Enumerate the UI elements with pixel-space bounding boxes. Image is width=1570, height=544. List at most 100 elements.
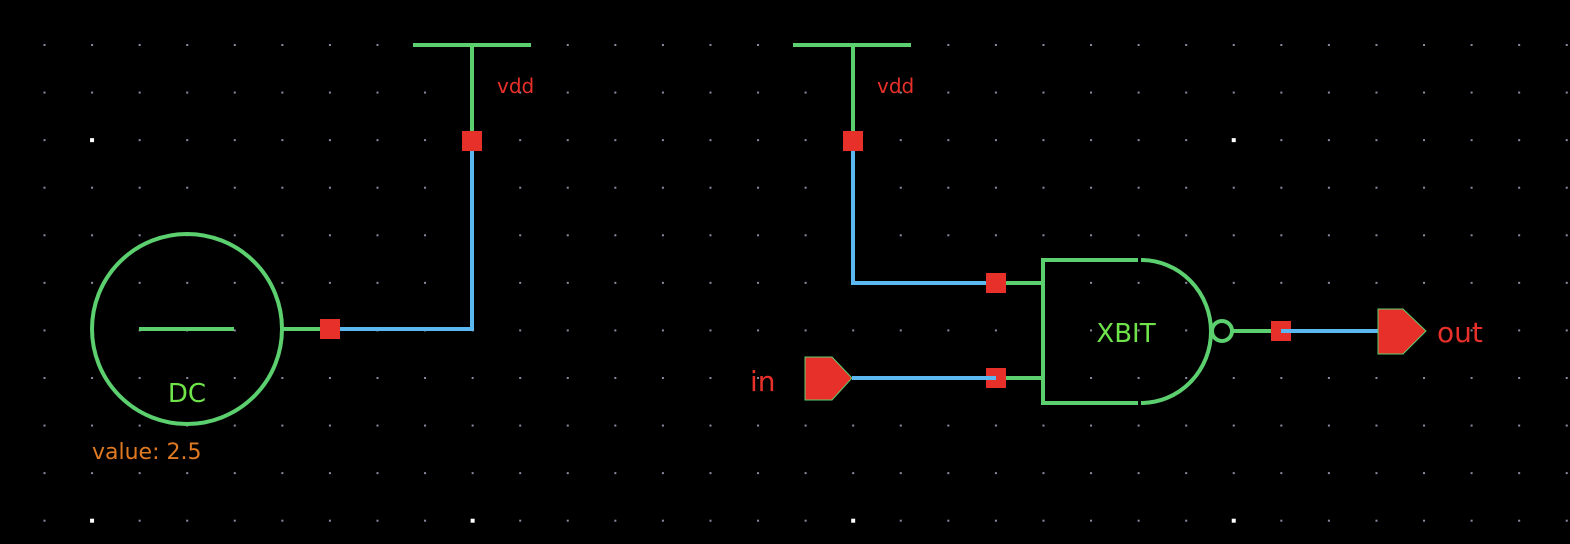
grid-dot (424, 139, 427, 142)
nand-gate-xbit[interactable]: XBIT (996, 258, 1281, 405)
out-port-label: out (1437, 316, 1483, 349)
grid-dot (1090, 186, 1093, 189)
grid-dot (186, 139, 189, 142)
input-port-in[interactable]: in (750, 356, 853, 401)
grid-dot (1565, 139, 1568, 142)
grid-dot (804, 281, 807, 284)
grid-dot (1185, 329, 1188, 332)
grid-dot (138, 186, 141, 189)
grid-dot (1280, 91, 1283, 94)
grid-dot (1185, 519, 1188, 522)
grid-dot (804, 519, 807, 522)
grid-dot (709, 281, 712, 284)
grid-dot (328, 281, 331, 284)
grid-dot (186, 44, 189, 46)
grid-dot (852, 329, 855, 332)
grid-dot (994, 234, 997, 237)
grid-dot (899, 329, 902, 332)
grid-dot (1375, 186, 1378, 189)
grid-dot (186, 376, 189, 379)
grid-dot (1280, 44, 1283, 46)
grid-dot (138, 139, 141, 142)
grid-dot (1565, 329, 1568, 332)
grid-dot (1280, 519, 1283, 522)
grid-dot (233, 186, 236, 189)
grid-dot (43, 44, 46, 46)
pin-dc-source[interactable] (320, 319, 340, 339)
grid-dot (1518, 186, 1521, 189)
grid-dot (661, 519, 664, 522)
pin-vdd-left[interactable] (462, 131, 482, 151)
dc-value-property: value: 2.5 (92, 440, 201, 465)
grid-dot (947, 186, 950, 189)
grid-dot (1185, 376, 1188, 379)
grid-dot (1137, 519, 1140, 522)
grid-dot (43, 472, 46, 475)
grid-dot (1565, 281, 1568, 284)
grid-dot (614, 329, 617, 332)
gate-inversion-bubble (1210, 319, 1234, 343)
grid-dot (1375, 376, 1378, 379)
grid-dot (661, 44, 664, 46)
grid-dot (43, 329, 46, 332)
grid-dot (1470, 472, 1473, 475)
grid-dot (852, 424, 855, 427)
grid-dot (899, 472, 902, 475)
grid-dot (376, 44, 379, 46)
grid-dot (91, 186, 94, 189)
grid-dot (43, 376, 46, 379)
grid-dot (614, 44, 617, 46)
grid-dot (899, 424, 902, 427)
grid-dot (994, 329, 997, 332)
grid-dot (614, 186, 617, 189)
grid-dot (328, 424, 331, 427)
grid-dot (709, 44, 712, 46)
grid-dot (899, 234, 902, 237)
grid-dot (519, 472, 522, 475)
grid-dot (519, 186, 522, 189)
grid-dot (43, 519, 46, 522)
grid-dot (424, 472, 427, 475)
grid-dot (566, 234, 569, 237)
grid-dot (328, 376, 331, 379)
grid-dot (186, 186, 189, 189)
grid-dot (328, 139, 331, 142)
grid-dot (1232, 424, 1235, 427)
grid-dot (1090, 472, 1093, 475)
grid-dot (1327, 91, 1330, 94)
grid-dot (947, 519, 950, 522)
grid-dot (1327, 424, 1330, 427)
grid-dot (1423, 44, 1426, 46)
net-vdd-right-wire[interactable] (851, 141, 996, 285)
grid-dot (1042, 424, 1045, 427)
grid-dot (1327, 281, 1330, 284)
grid-dot (709, 424, 712, 427)
grid-dot (186, 519, 189, 522)
output-port-out[interactable]: out (1377, 308, 1483, 355)
grid-dot (519, 139, 522, 142)
vdd-supply-right[interactable]: vdd (793, 43, 914, 141)
grid-dot (661, 234, 664, 237)
grid-dot (1470, 376, 1473, 379)
grid-dot (614, 424, 617, 427)
grid-dot (1090, 329, 1093, 332)
out-port-shape (1377, 308, 1427, 355)
pin-vdd-right[interactable] (843, 131, 863, 151)
grid-dot (281, 139, 284, 142)
dc-source[interactable]: DC value: 2.5 (90, 232, 330, 465)
grid-dot (1470, 519, 1473, 522)
grid-dot (1280, 234, 1283, 237)
grid-dot (1423, 472, 1426, 475)
grid-dot (1327, 44, 1330, 46)
grid-dot (91, 234, 94, 237)
grid-dot (709, 91, 712, 94)
grid-dot (1280, 472, 1283, 475)
grid-dot (233, 376, 236, 379)
grid-dot (566, 424, 569, 427)
grid-dot (328, 44, 331, 46)
pin-gate-input-a[interactable] (986, 273, 1006, 293)
vdd-supply-left[interactable]: vdd (413, 43, 534, 141)
net-vdd-left-wire[interactable] (330, 141, 474, 331)
grid-dot (233, 472, 236, 475)
